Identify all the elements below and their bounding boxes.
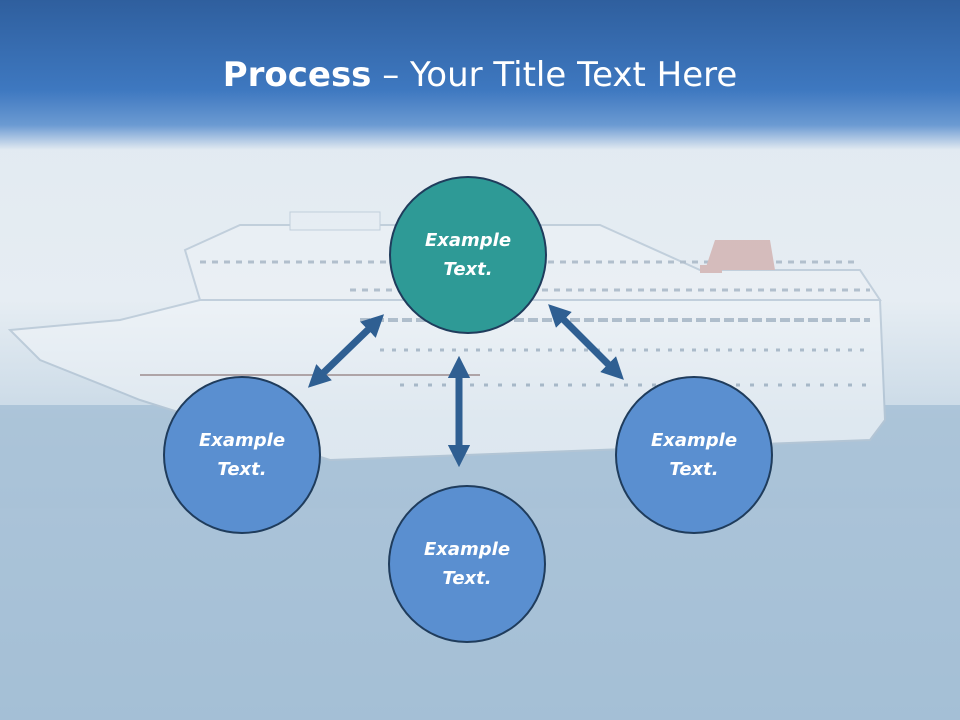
- node-left: Example Text.: [163, 376, 321, 534]
- arrow-top-right: [548, 304, 624, 380]
- node-bottom-label: Example Text.: [423, 539, 511, 589]
- slide-title: Process – Your Title Text Here: [0, 52, 960, 98]
- title-band: [0, 0, 960, 150]
- title-rest: – Your Title Text Here: [371, 55, 738, 95]
- title-bold: Process: [222, 55, 372, 95]
- arrow-top-left: [307, 314, 385, 388]
- node-bottom: Example Text.: [388, 485, 546, 643]
- node-top-label: Example Text.: [424, 230, 512, 280]
- node-left-label: Example Text.: [198, 430, 286, 480]
- node-right: Example Text.: [615, 376, 773, 534]
- node-top: Example Text.: [389, 176, 547, 334]
- node-right-label: Example Text.: [650, 430, 738, 480]
